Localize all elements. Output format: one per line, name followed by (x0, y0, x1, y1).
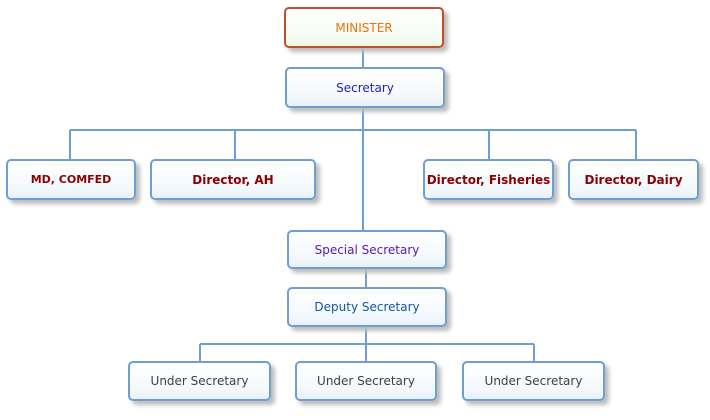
node-under-secretary-2: Under Secretary (295, 361, 437, 401)
node-under-secretary-3: Under Secretary (462, 361, 605, 401)
node-director-fisheries: Director, Fisheries (423, 159, 554, 200)
node-director-ah: Director, AH (150, 159, 316, 200)
node-secretary: Secretary (285, 67, 445, 108)
node-under-secretary-1: Under Secretary (128, 361, 271, 401)
node-minister: MINISTER (284, 7, 444, 48)
node-md-comfed: MD, COMFED (6, 159, 136, 200)
node-deputy-secretary: Deputy Secretary (287, 287, 447, 327)
node-special-secretary: Special Secretary (287, 230, 447, 269)
node-director-dairy: Director, Dairy (568, 159, 699, 200)
